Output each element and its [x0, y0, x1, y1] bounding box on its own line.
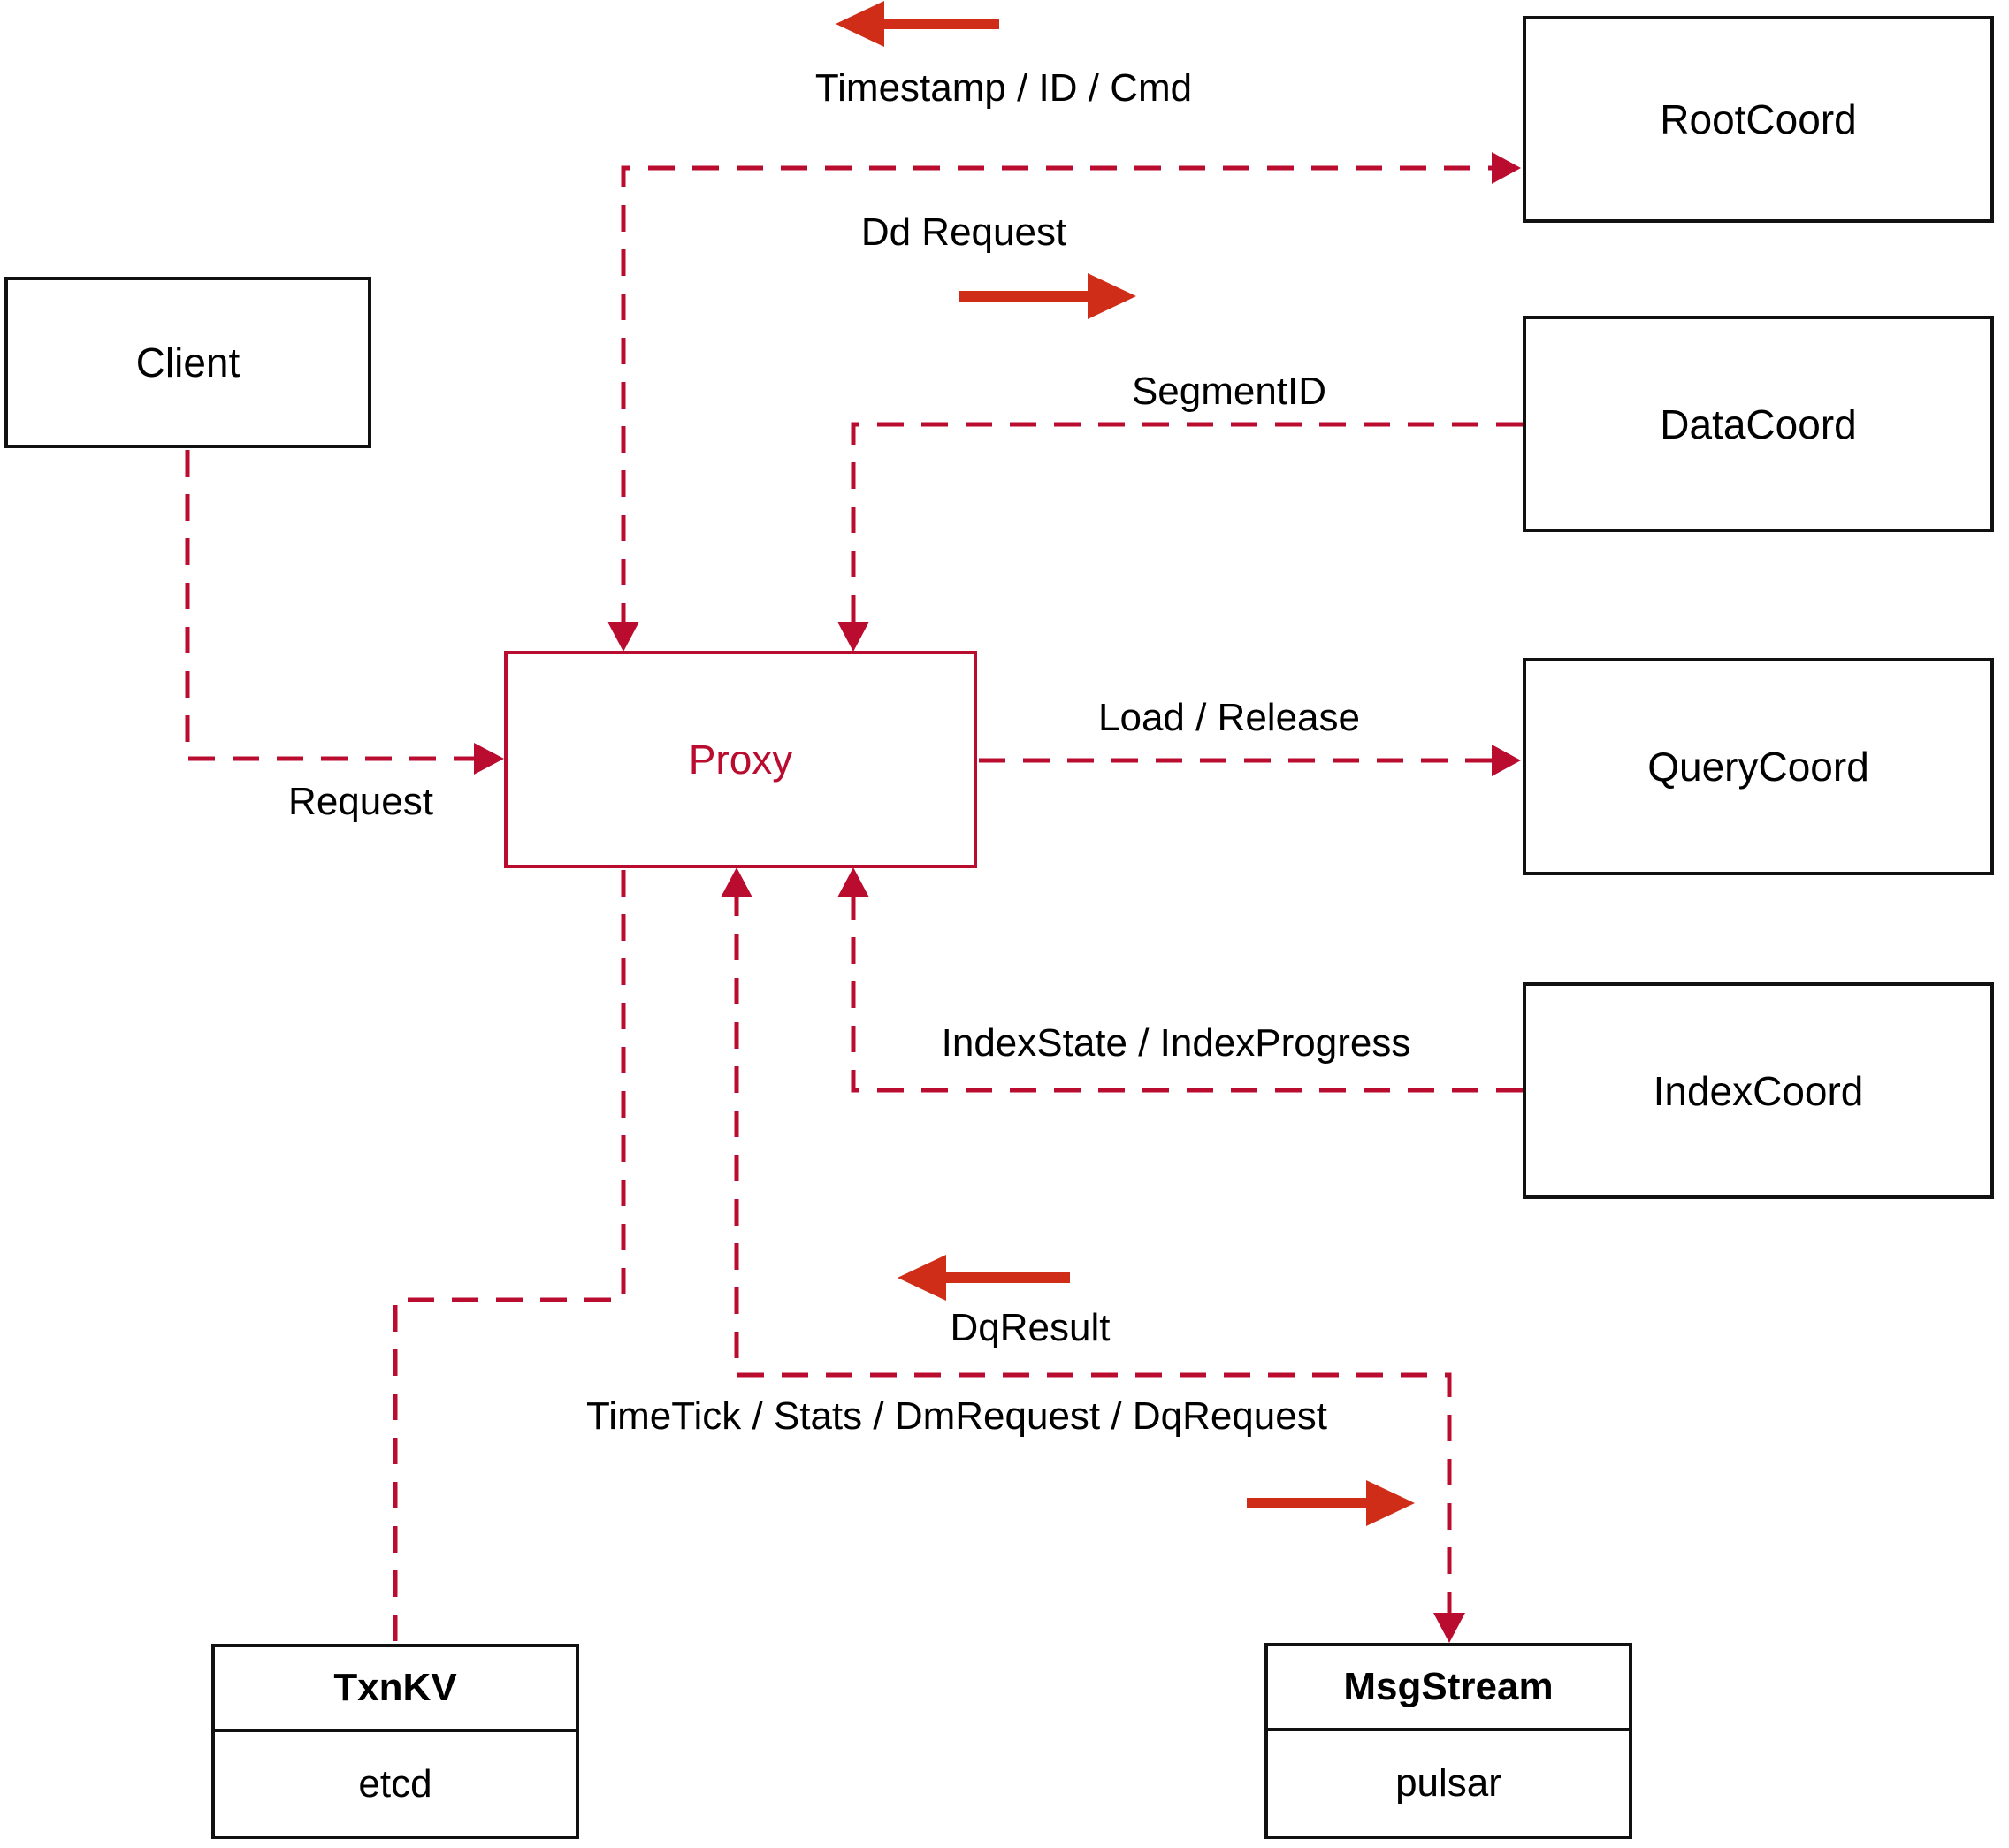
- datacoord-node: DataCoord: [1523, 316, 1994, 532]
- edge-label-request: Request: [288, 780, 433, 823]
- msgstream-node: MsgStream pulsar: [1264, 1643, 1632, 1839]
- proxy-node: Proxy: [504, 651, 977, 868]
- edge-label-dd-request: Dd Request: [860, 210, 1067, 254]
- rootcoord-node: RootCoord: [1523, 16, 1994, 223]
- direction-arrow-left-timestamp: [836, 1, 999, 47]
- querycoord-node: QueryCoord: [1523, 658, 1994, 875]
- indexcoord-label: IndexCoord: [1653, 1067, 1864, 1114]
- rootcoord-label: RootCoord: [1660, 96, 1857, 142]
- arrowhead-into-rootcoord: [1492, 152, 1521, 184]
- edge-label-dq-result: DqResult: [950, 1306, 1111, 1349]
- arrowhead-into-msgstream: [1433, 1613, 1465, 1643]
- arrowhead-into-proxy-bottom-left: [721, 867, 752, 897]
- client-label: Client: [135, 340, 241, 386]
- proxy-label: Proxy: [688, 737, 793, 783]
- txnkv-title: TxnKV: [215, 1647, 576, 1732]
- direction-arrow-left-dqresult: [898, 1255, 1070, 1301]
- msgstream-title: MsgStream: [1268, 1646, 1629, 1731]
- edge-proxy-txnkv: [393, 870, 626, 1642]
- arrowhead-into-proxy-top-left: [607, 622, 639, 652]
- edge-label-segment-id: SegmentID: [1131, 370, 1327, 413]
- client-node: Client: [4, 277, 371, 448]
- edge-proxy-msgstream: [734, 890, 1452, 1625]
- edge-indexcoord-proxy: [851, 890, 1523, 1093]
- edge-label-index-state: IndexState / IndexProgress: [941, 1021, 1411, 1065]
- edge-proxy-rootcoord: [621, 165, 1503, 630]
- indexcoord-node: IndexCoord: [1523, 982, 1994, 1199]
- edge-client-proxy: [185, 450, 488, 761]
- querycoord-label: QueryCoord: [1647, 744, 1869, 790]
- edge-datacoord-proxy: [851, 422, 1523, 630]
- edge-label-load-release: Load / Release: [1098, 696, 1360, 739]
- arrowhead-into-querycoord: [1492, 745, 1521, 776]
- arrowhead-into-proxy-bottom-right: [837, 867, 869, 897]
- direction-arrow-right-timetick: [1247, 1480, 1415, 1526]
- arrowhead-into-proxy-left: [474, 743, 504, 775]
- edge-label-timestamp: Timestamp / ID / Cmd: [814, 66, 1193, 110]
- txnkv-node: TxnKV etcd: [211, 1644, 579, 1839]
- direction-arrow-right-dd-request: [959, 273, 1136, 319]
- txnkv-impl: etcd: [358, 1761, 432, 1806]
- edge-label-time-tick: TimeTick / Stats / DmRequest / DqRequest: [586, 1394, 1327, 1438]
- datacoord-label: DataCoord: [1660, 401, 1857, 447]
- msgstream-impl: pulsar: [1395, 1761, 1501, 1805]
- arrowhead-into-proxy-top-right: [837, 622, 869, 652]
